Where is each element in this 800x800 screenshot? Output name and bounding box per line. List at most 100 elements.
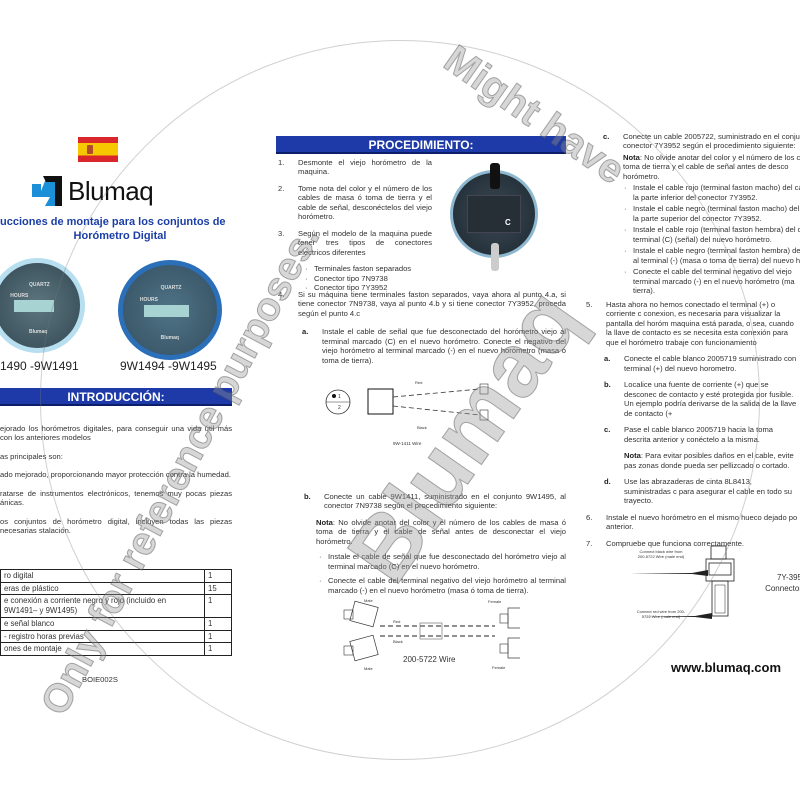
step-item: b. Conecte un cable 9W1411, suministrado … — [304, 492, 566, 511]
list-item: Conector tipo 7Y3952 — [304, 283, 504, 293]
steps-5-7: 5. Hasta ahora no hemos conectado el term… — [586, 300, 800, 555]
list-item: Conector tipo 7N9738 — [304, 274, 504, 284]
step-4c: c. Conecte un cable 2005722, suministrado… — [603, 132, 800, 298]
introduccion-header: INTRODUCCIÓN: — [0, 388, 232, 406]
step-item: c. Conecte un cable 2005722, suministrado… — [603, 132, 800, 151]
list-item: Instale el cable de señal que fue descon… — [318, 552, 566, 571]
step-number: c. — [604, 425, 611, 435]
gauge-label: Blumaq — [29, 329, 48, 336]
step-text: Según el modelo de la maquina puede tene… — [298, 228, 432, 257]
step-text: Desmonte el viejo horómetro de la maquin… — [298, 158, 432, 177]
note-label: Nota — [624, 451, 641, 461]
table-row: e conexión a corriente negro y rojo (inc… — [0, 594, 232, 618]
step-item: 1. Desmonte el viejo horómetro de la maqu… — [278, 158, 432, 177]
step-number: 1. — [278, 158, 285, 167]
brand-name: Blumaq — [68, 176, 154, 206]
spain-flag — [78, 137, 118, 162]
pin-label: 2 — [338, 405, 341, 411]
part-qty: 1 — [204, 594, 232, 618]
step-item: a. Instale el cable de señal que fue desc… — [302, 327, 566, 365]
wire-label: Female — [492, 665, 506, 670]
intro-paragraph: ratarse de instrumentos electrónicos, te… — [0, 488, 232, 508]
connector-label: 7Y-395 Connector — [762, 572, 800, 594]
step-item: 2.Tome nota del color y el número de los… — [278, 184, 432, 222]
bullets-list: Instale el cable de señal que fue descon… — [318, 552, 566, 595]
step-text: Si su máquina tiene terminales faston se… — [298, 290, 566, 318]
step-text: Hasta ahora no hemos conectado el termin… — [606, 300, 794, 347]
step-item: 4. Si su máquina tiene terminales faston … — [278, 290, 566, 318]
step-number: 7. — [586, 538, 593, 548]
step-item: 7. Compruebe que funciona correctamente. — [586, 539, 800, 548]
step-item: d.Use las abrazaderas de cinta 8L8413, s… — [604, 477, 800, 505]
step-item: c.Pase el cable blanco 2005719 hacia la … — [604, 425, 800, 444]
model-caption-1: 1490 -9W1491 — [0, 359, 79, 373]
step-number: b. — [304, 492, 311, 501]
wire-label: Male — [364, 666, 373, 671]
step-number: 5. — [586, 300, 593, 309]
list-item: Instale el cable negro (terminal faston … — [623, 204, 800, 223]
list-item: Conecte el cable del terminal negativo d… — [318, 576, 566, 595]
wire-label: Red — [393, 619, 400, 624]
part-name: ones de montaje — [0, 642, 205, 657]
intro-paragraph: ado mejorado, proporcionando mayor prote… — [0, 470, 231, 480]
part-name: e conexión a corriente negro y rojo (inc… — [0, 594, 205, 618]
note: Nota: No olvide anotar del color y el nú… — [316, 518, 566, 546]
connector-label-line: 7Y-395 — [776, 573, 800, 582]
title-line-1: ucciones de montaje para los conjuntos d… — [0, 216, 226, 228]
step-text: Conecte un cable 2005722, suministrado e… — [623, 132, 800, 151]
note-text: : Para evitar posibles daños en el cable… — [624, 451, 794, 470]
wire-label: Male — [364, 598, 373, 603]
website-link[interactable]: www.blumaq.com — [671, 660, 782, 675]
wire-label: Black — [417, 425, 427, 430]
gauge-label: QUARTZ — [160, 284, 182, 291]
list-item: Instale el cable negro (terminal faston … — [623, 246, 800, 265]
part-name: ro digital — [0, 569, 205, 583]
step-number: d. — [604, 477, 611, 487]
gauge-image-1: QUARTZ HOURS Blumaq — [0, 258, 85, 353]
photo-terminal-label: C — [505, 218, 511, 227]
gauge-image-2: QUARTZ HOURS Blumaq — [118, 260, 222, 360]
diagram-caption: 9W-1411 Wire — [393, 441, 422, 446]
intro-paragraph: as principales son: — [0, 451, 63, 461]
part-qty: 1 — [204, 629, 232, 644]
step-text: Conecte un cable 9W1411, suministrado en… — [324, 492, 566, 511]
part-name: eras de plástico — [0, 581, 205, 596]
diagram-caption: 200-5722 Wire — [403, 655, 456, 664]
connector-label-line: Connector — [765, 584, 800, 593]
list-item: Instale el cable rojo (terminal faston m… — [623, 183, 800, 202]
step-number: c. — [603, 132, 610, 141]
step-number: 6. — [586, 512, 593, 522]
note: Nota: Para evitar posibles daños en el c… — [624, 451, 800, 470]
part-name: - registro horas previas — [0, 629, 205, 644]
step-number: b. — [604, 380, 611, 390]
model-caption-2: 9W1494 -9W1495 — [120, 359, 217, 373]
step-text: Instale el cable de señal que fue descon… — [322, 327, 566, 365]
procedimiento-header: PROCEDIMIENTO: — [276, 136, 566, 154]
gauge-back-photo: C — [450, 163, 538, 271]
gauge-display — [143, 304, 189, 318]
gauge-label: HOURS — [10, 292, 29, 299]
step-number: a. — [302, 327, 309, 337]
title-line-2: Horómetro Digital — [73, 230, 167, 242]
step-4: 4. Si su máquina tiene terminales faston … — [278, 290, 566, 372]
wire-label: Red — [415, 380, 422, 385]
note-text: : No olvide anotar del color y el número… — [623, 152, 800, 181]
gauge-display — [13, 300, 55, 313]
step-text: Compruebe que funciona correctamente. — [606, 538, 745, 548]
note-text: : No olvide anotar del color y el número… — [316, 517, 566, 546]
intro-paragraph: ejorado los horómetros digitales, para c… — [0, 424, 232, 443]
pin-label: 1 — [338, 394, 341, 400]
note: Nota: No olvide anotar del color y el nú… — [623, 153, 800, 181]
step-text: Localice una fuente de corriente (+) que… — [624, 380, 797, 418]
blumaq-logo-icon — [32, 176, 62, 207]
wire-label: Female — [488, 599, 502, 604]
gauge-label: QUARTZ — [29, 281, 50, 288]
step-number: a. — [604, 354, 611, 364]
step-number: 4. — [278, 290, 285, 299]
document-code: BOIE002S — [82, 675, 118, 684]
